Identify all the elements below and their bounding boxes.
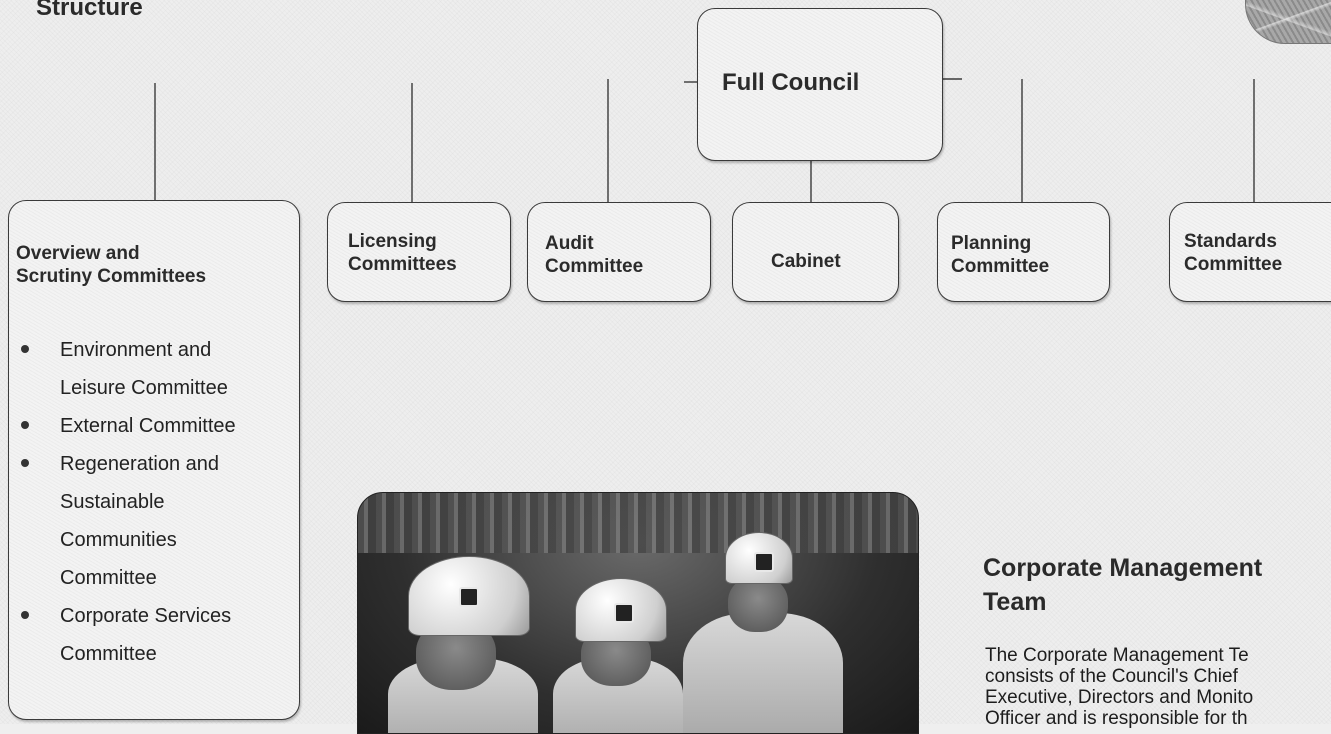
item-line: Communities [60, 529, 177, 551]
text-line: Executive, Directors and Monito [985, 686, 1254, 708]
item-line: Leisure Committee [60, 377, 228, 399]
licensing-committees-box: Licensing Committees [327, 202, 511, 302]
standards-committee-box: Standards Committee [1169, 202, 1331, 302]
workers-photo [357, 492, 919, 734]
licensing-committees-label: Licensing Committees [348, 231, 457, 277]
hard-hat-icon [575, 578, 667, 642]
planning-committee-box: Planning Committee [937, 202, 1110, 302]
label-line: Scrutiny Committees [16, 265, 207, 287]
bullet-icon [21, 421, 29, 429]
list-item: External Committee [15, 407, 236, 445]
bullet-icon [21, 611, 29, 619]
item-line: Committee [60, 567, 157, 589]
hard-hat-icon [725, 532, 793, 584]
cmt-heading: Corporate Management Team [983, 552, 1331, 620]
helmet-logo-icon [613, 602, 634, 623]
text-line: The Corporate Management Te [985, 645, 1249, 666]
audit-committee-label: Audit Committee [545, 233, 643, 279]
full-council-label: Full Council [722, 69, 860, 96]
item-line: Committee [60, 643, 157, 665]
label-line: Committee [545, 255, 644, 277]
planning-committee-label: Planning Committee [951, 233, 1049, 279]
audit-committee-box: Audit Committee [527, 202, 711, 302]
helmet-logo-icon [459, 586, 480, 607]
label-line: Planning [951, 233, 1032, 254]
cabinet-label: Cabinet [771, 251, 841, 272]
hard-hat-icon [408, 556, 530, 636]
heading-line: Corporate Management [983, 554, 1263, 582]
photo-background-structure [358, 493, 918, 553]
full-council-box: Full Council [697, 8, 943, 161]
item-line: Regeneration and [60, 453, 220, 475]
item-line: Corporate Services [60, 605, 232, 627]
page-title: Structure [36, 0, 143, 21]
list-item: Environment and Leisure Committee [15, 331, 236, 407]
standards-committee-label: Standards Committee [1184, 231, 1282, 277]
overview-scrutiny-label: Overview and Scrutiny Committees [16, 243, 206, 289]
bullet-icon [21, 459, 29, 467]
worker-face [728, 576, 788, 632]
overview-scrutiny-box: Overview and Scrutiny Committees Environ… [8, 200, 300, 720]
worker-right [683, 528, 843, 733]
worker-body [683, 613, 843, 733]
cabinet-box: Cabinet [732, 202, 899, 302]
label-line: Licensing [348, 231, 437, 252]
label-line: Committee [1184, 253, 1283, 275]
label-line: Standards [1184, 231, 1277, 252]
helmet-logo-icon [753, 552, 774, 572]
label-line: Committee [951, 255, 1050, 277]
item-line: Environment and [60, 339, 212, 361]
label-line: Overview and [16, 243, 140, 264]
bullet-icon [21, 345, 29, 353]
cmt-description: The Corporate Management Te consists of … [985, 645, 1331, 730]
label-line: Audit [545, 233, 594, 254]
label-line: Committees [348, 253, 457, 275]
scrutiny-committee-list: Environment and Leisure Committee Extern… [15, 331, 236, 673]
worker-middle [553, 568, 683, 733]
text-line: consists of the Council's Chief [985, 665, 1238, 687]
list-item: Regeneration and Sustainable Communities… [15, 445, 236, 597]
item-line: External Committee [60, 415, 236, 437]
text-line: Officer and is responsible for th [985, 707, 1248, 729]
list-item: Corporate Services Committee [15, 597, 236, 673]
heading-line: Team [983, 587, 1047, 616]
worker-left [388, 548, 538, 733]
item-line: Sustainable [60, 491, 165, 513]
